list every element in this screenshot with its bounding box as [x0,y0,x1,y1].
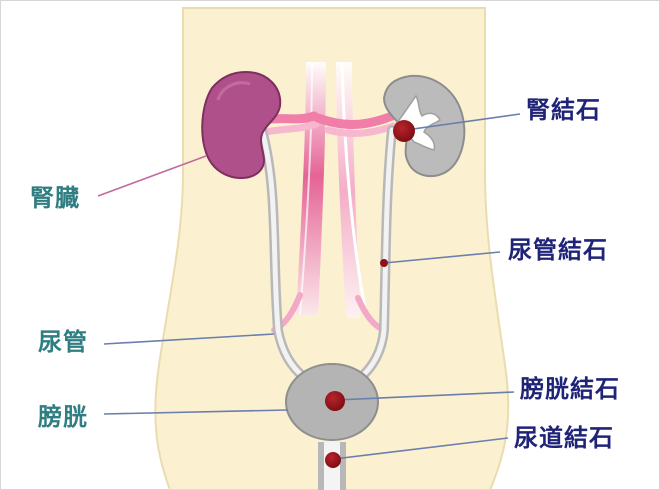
kidney-stone-label: 腎結石 [526,96,601,124]
kidney-stone-marker [393,120,415,142]
ureter-label: 尿管 [38,328,88,356]
urethral-stone-marker [325,452,341,468]
pointer-lines [97,113,521,460]
ureteral-stone-label: 尿管結石 [508,236,608,264]
ureters [257,125,397,383]
kidney-left [201,70,282,180]
ureteral-stone-marker [380,259,388,267]
bladder-stone-marker [325,391,345,411]
urethral-stone-label: 尿道結石 [514,424,614,452]
bladder-label: 膀胱 [38,403,88,431]
bladder-stone-label: 膀胱結石 [520,375,620,403]
kidney-label: 腎臓 [30,184,80,212]
